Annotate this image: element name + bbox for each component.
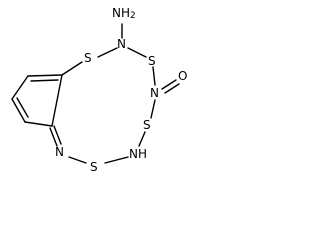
atom-s-bottom: S xyxy=(90,160,98,174)
ring-c4-c5 xyxy=(11,75,29,100)
bond-s-n-oxide xyxy=(152,66,156,86)
structure-diagram: NH2 N S S N O S NH S N xyxy=(11,6,187,174)
atom-n-oxide: N xyxy=(150,86,159,100)
atom-n-imine: N xyxy=(55,145,64,159)
ring-c3-c4 xyxy=(11,98,26,123)
bond-s-n-imine xyxy=(68,156,87,164)
bond-imine-1 xyxy=(49,127,58,147)
atom-o-oxide: O xyxy=(178,69,187,83)
bond-n-s-right xyxy=(127,47,147,58)
bonds xyxy=(11,23,180,164)
ring-c5-c1 xyxy=(27,74,63,77)
bond-n-o-2 xyxy=(164,83,180,94)
bond-n-o-1 xyxy=(161,79,177,90)
bond-s-ring xyxy=(61,61,83,76)
atom-amine: NH2 xyxy=(112,6,136,21)
bond-n-oxide-s xyxy=(150,99,156,119)
bond-s-nh xyxy=(138,131,146,147)
bond-imine-2 xyxy=(53,125,62,145)
ring-c1-c2 xyxy=(51,74,63,127)
atom-s-left-top: S xyxy=(84,51,92,65)
atom-nh-bottom: NH xyxy=(129,147,147,161)
atom-s-right-bottom: S xyxy=(143,118,151,132)
ring-c3-c4-double xyxy=(16,97,29,118)
ring-c2-c3 xyxy=(24,121,53,127)
ring-c5-c1-double xyxy=(30,79,59,82)
atoms: NH2 N S S N O S NH S N xyxy=(55,6,187,174)
atom-n-top: N xyxy=(117,37,126,51)
bond-n-s-left xyxy=(97,47,118,58)
atom-s-right-top: S xyxy=(148,54,156,68)
bond-nh-s-bottom xyxy=(104,156,129,164)
